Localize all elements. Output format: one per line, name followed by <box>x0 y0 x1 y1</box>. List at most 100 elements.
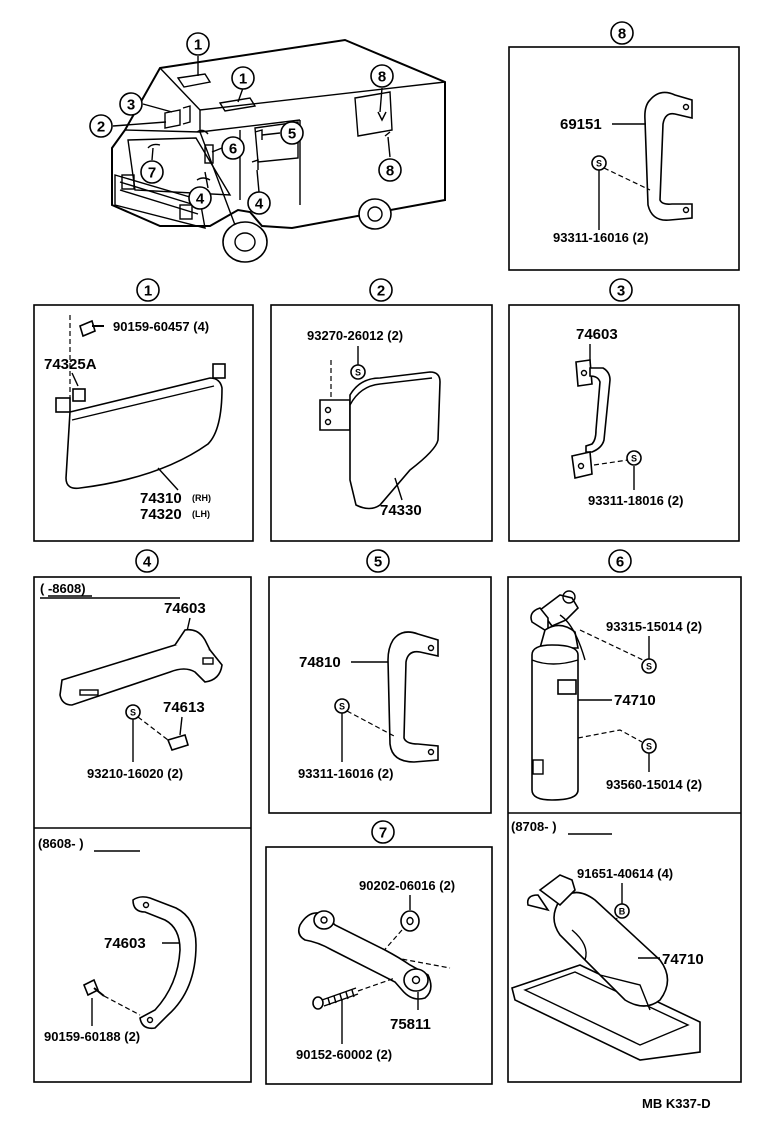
panel-2-callout: 2 <box>369 278 393 302</box>
label-74710-bottom: 74710 <box>662 951 704 968</box>
svg-text:S: S <box>596 159 602 169</box>
panel-8: 8 69151 S 93311-16016 (2) <box>508 21 740 271</box>
diagram-code: MB K337-D <box>642 1096 711 1111</box>
door-grip-75811 <box>298 910 432 1000</box>
svg-text:3: 3 <box>127 97 135 114</box>
svg-text:S: S <box>646 742 652 752</box>
range-panel-4a: ( -8608) <box>40 581 86 596</box>
panel-3: 3 74603 S 93311-18016 (2) <box>508 278 740 542</box>
callout-4-overview-left: 4 <box>188 186 212 210</box>
screw-symbol-p8: S <box>591 155 607 171</box>
range-panel-4b: (8608- ) <box>38 836 84 851</box>
panel-5-callout: 5 <box>366 549 390 573</box>
label-74603-p3: 74603 <box>576 326 618 343</box>
assist-grip-74810 <box>387 631 439 763</box>
vehicle-overview: 1 1 3 2 7 6 4 4 <box>89 32 446 263</box>
label-93311-16016-p5: 93311-16016 (2) <box>298 766 393 781</box>
label-90159-60188: 90159-60188 (2) <box>44 1029 140 1044</box>
callout-6-overview: 6 <box>221 136 245 160</box>
svg-text:5: 5 <box>288 126 296 143</box>
sun-visor-74310 <box>55 363 226 490</box>
cover-74613 <box>166 734 189 751</box>
svg-text:2: 2 <box>97 119 105 136</box>
label-93210-16020: 93210-16020 (2) <box>87 766 183 781</box>
callout-3-overview: 3 <box>119 92 143 116</box>
panel-1: 1 90159-60457 (4) 74325A 74310 (RH) 7432… <box>33 278 254 542</box>
svg-text:1: 1 <box>144 283 152 300</box>
panel-7-callout: 7 <box>371 820 395 844</box>
panel-6-frame <box>507 576 742 1083</box>
label-90159-60457: 90159-60457 (4) <box>113 319 209 334</box>
screw-symbol-p3: S <box>626 450 642 466</box>
panel-1-callout: 1 <box>136 278 160 302</box>
label-90202-06016: 90202-06016 (2) <box>359 878 455 893</box>
fire-extinguisher-74710-top <box>530 590 586 801</box>
label-93311-16016-p8: 93311-16016 (2) <box>553 230 648 245</box>
label-93560-15014: 93560-15014 (2) <box>606 777 702 792</box>
svg-text:S: S <box>646 662 652 672</box>
svg-text:8: 8 <box>386 163 394 180</box>
svg-text:S: S <box>355 368 361 378</box>
assist-grip-69151 <box>644 91 693 222</box>
callout-7-overview: 7 <box>140 160 164 184</box>
svg-text:B: B <box>619 907 626 917</box>
svg-text:7: 7 <box>379 825 387 842</box>
label-69151: 69151 <box>560 116 602 133</box>
svg-text:6: 6 <box>616 554 624 571</box>
panel-8-callout: 8 <box>610 21 634 45</box>
callout-2-overview: 2 <box>89 114 113 138</box>
svg-text:4: 4 <box>255 196 264 213</box>
screw-symbol-p6a: S <box>641 658 657 674</box>
svg-text:1: 1 <box>239 71 247 88</box>
panel-3-callout: 3 <box>609 278 633 302</box>
panel-3-frame <box>508 304 740 542</box>
label-74330: 74330 <box>380 502 422 519</box>
label-74310-side: (RH) <box>192 493 211 503</box>
svg-text:8: 8 <box>378 69 386 86</box>
panel-4: 4 ( -8608) 74603 74613 S 93210-16020 (2)… <box>33 549 252 1083</box>
svg-text:3: 3 <box>617 283 625 300</box>
label-93315-15014: 93315-15014 (2) <box>606 619 702 634</box>
panel-5: 5 74810 S 93311-16016 (2) <box>268 549 492 814</box>
label-74613: 74613 <box>163 699 205 716</box>
assist-grip-74603-p4a <box>59 628 223 706</box>
callout-1-roof: 1 <box>231 66 255 90</box>
svg-text:5: 5 <box>374 554 382 571</box>
callout-8-overview-top: 8 <box>370 64 394 88</box>
label-91651-40614: 91651-40614 (4) <box>577 866 673 881</box>
panel-7-frame <box>265 846 493 1085</box>
label-93270-26012: 93270-26012 (2) <box>307 328 403 343</box>
svg-text:S: S <box>339 702 345 712</box>
screw-90159-60188 <box>82 978 105 997</box>
screw-symbol-p4a: S <box>125 704 141 720</box>
screw-symbol-p5: S <box>334 698 350 714</box>
callout-5-overview: 5 <box>280 121 304 145</box>
svg-text:8: 8 <box>618 26 626 43</box>
callout-4-overview-right: 4 <box>247 191 271 215</box>
label-74603-p4a: 74603 <box>164 600 206 617</box>
svg-text:S: S <box>631 454 637 464</box>
label-90152-60002: 90152-60002 (2) <box>296 1047 392 1062</box>
callout-8-overview-bottom: 8 <box>378 158 402 182</box>
panel-7: 7 90202-06016 (2) 90152-60002 (2) 75811 <box>265 820 493 1085</box>
label-74603-p4b: 74603 <box>104 935 146 952</box>
svg-text:2: 2 <box>377 283 385 300</box>
panel-6-callout: 6 <box>608 549 632 573</box>
label-74810: 74810 <box>299 654 341 671</box>
callout-1-top: 1 <box>186 32 210 56</box>
vehicle-illustration <box>111 38 446 263</box>
label-93311-18016: 93311-18016 (2) <box>588 493 683 508</box>
panel-2-frame <box>270 304 493 542</box>
panel-5-frame <box>268 576 492 814</box>
svg-text:4: 4 <box>196 191 205 208</box>
svg-text:6: 6 <box>229 141 237 158</box>
overview-leaders <box>112 56 391 193</box>
screw-90159-60457 <box>79 319 104 338</box>
label-74710-top: 74710 <box>614 692 656 709</box>
screw-symbol-p2: S <box>350 364 366 380</box>
panel-1-frame <box>33 304 254 542</box>
mirror-74330 <box>319 371 441 510</box>
screw-90152-60002 <box>312 987 359 1010</box>
assist-grip-74603-p3 <box>571 359 611 479</box>
label-75811: 75811 <box>390 1016 431 1033</box>
